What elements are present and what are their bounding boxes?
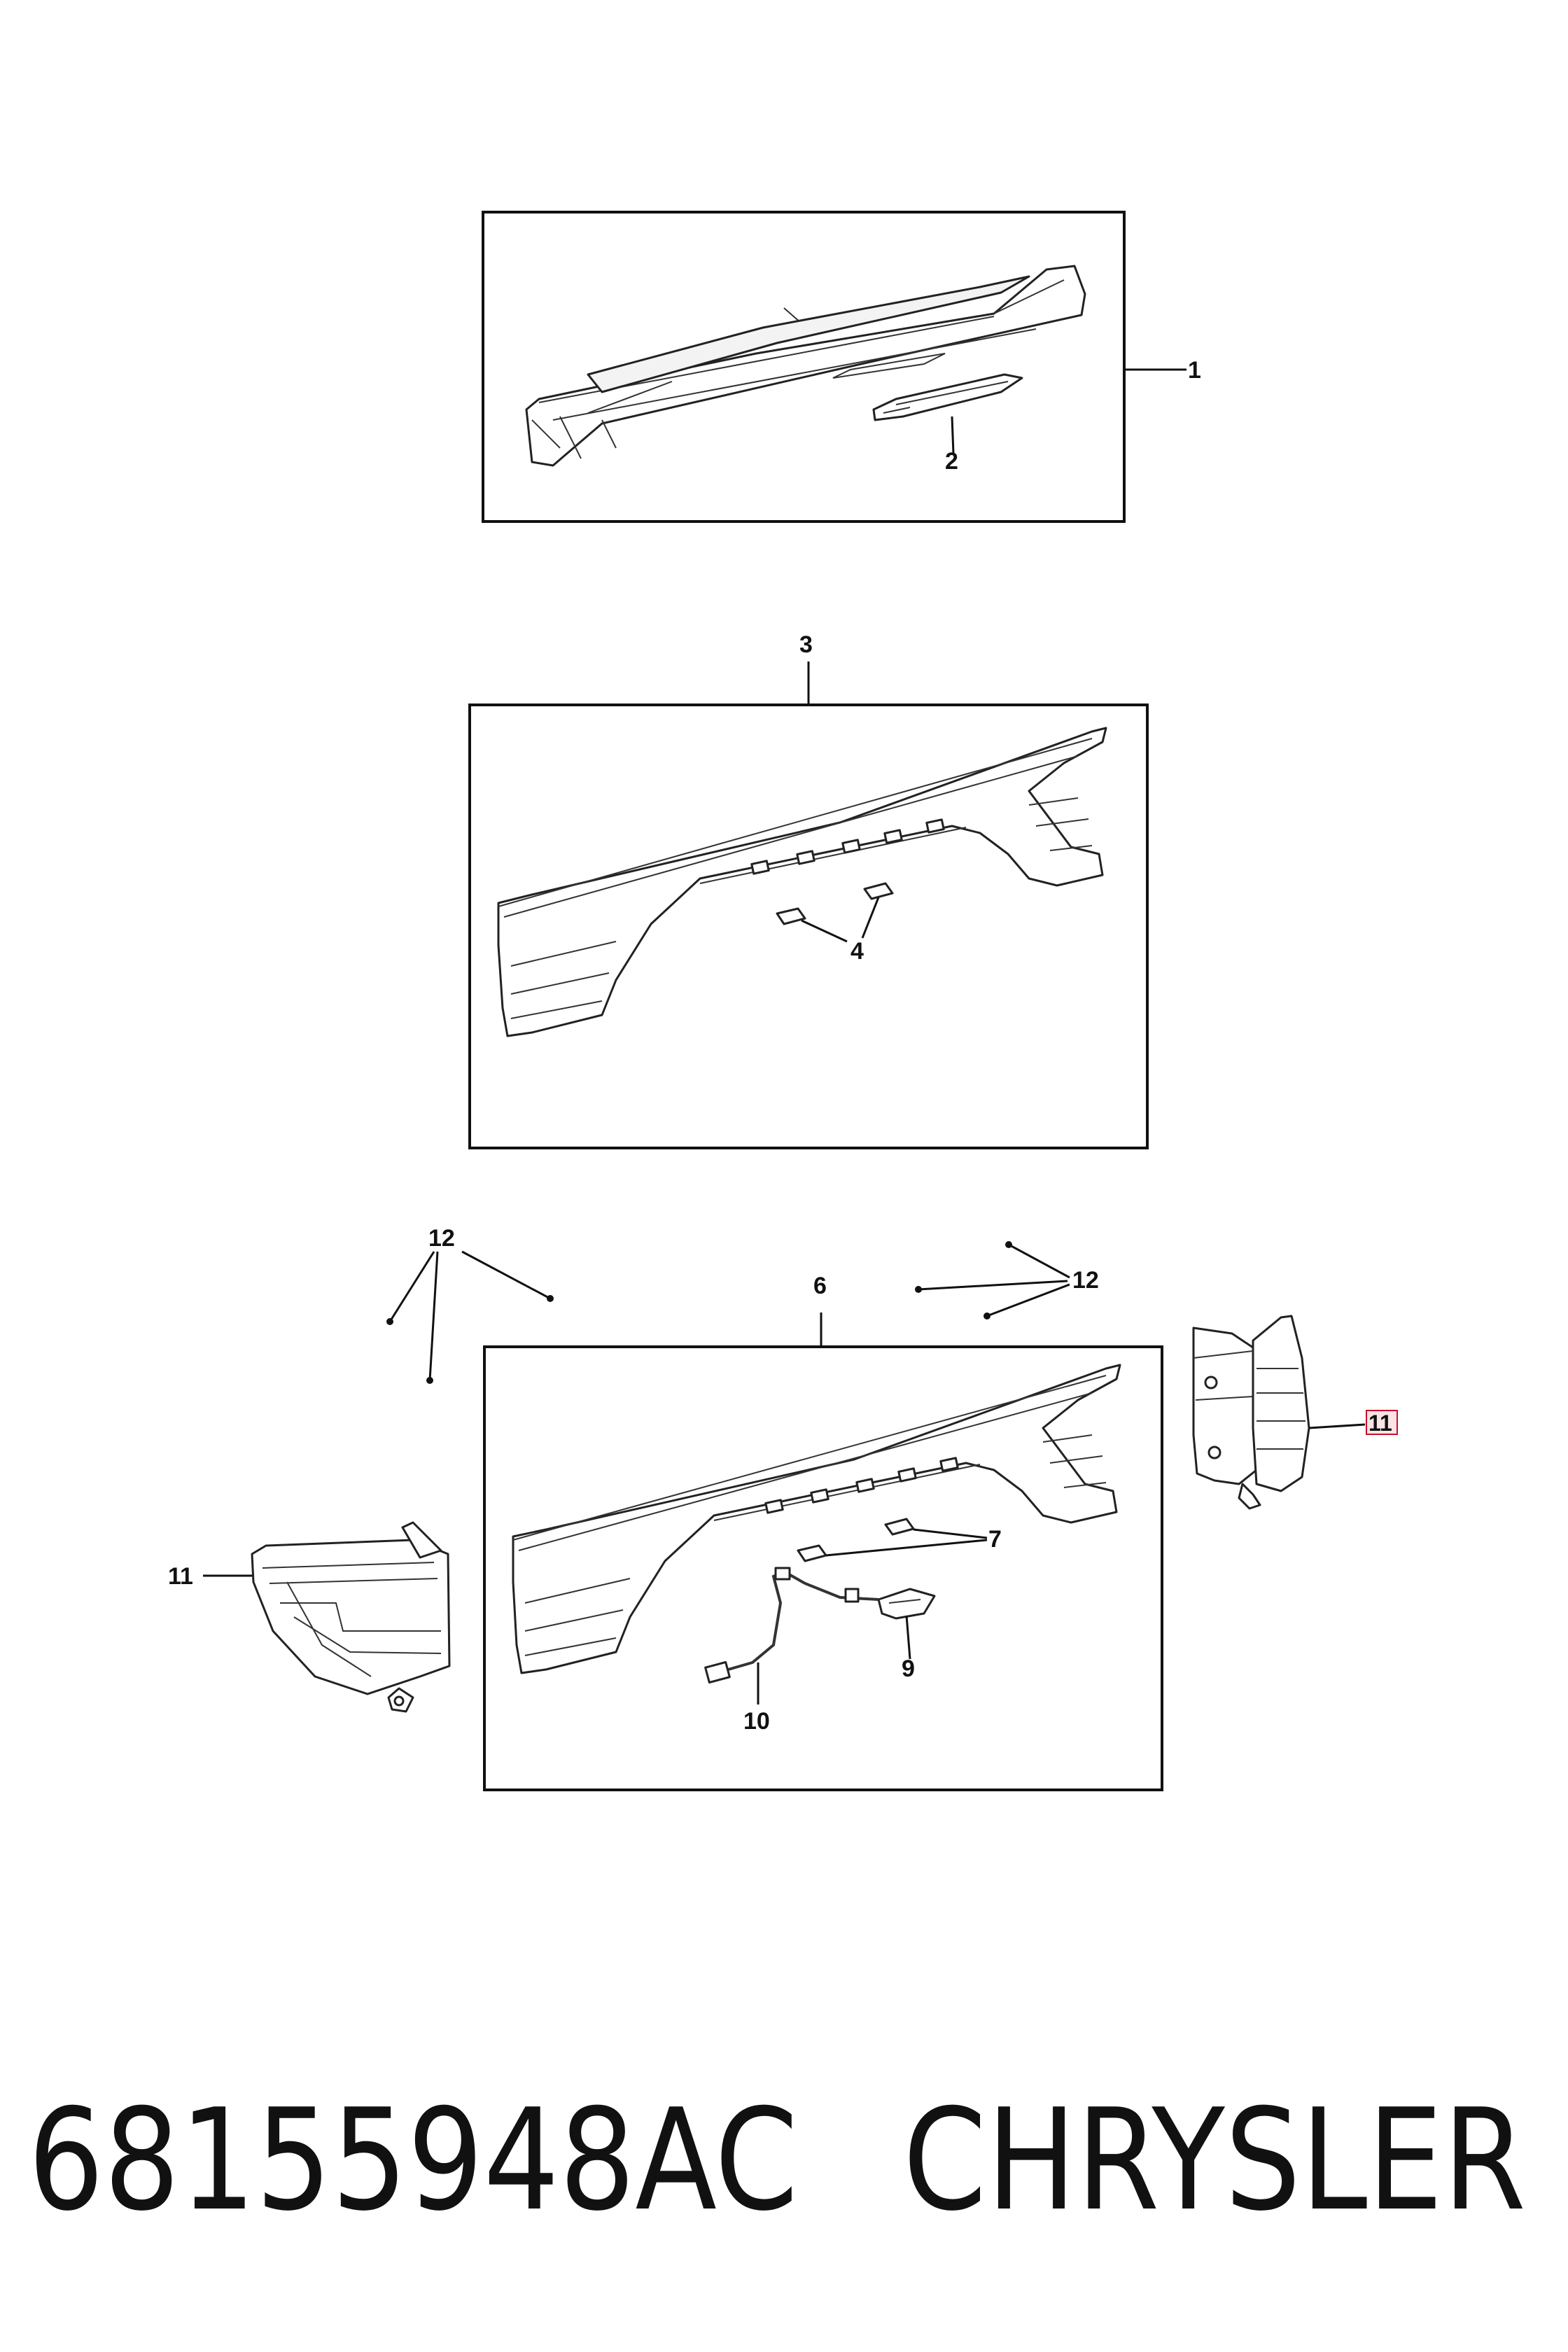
callout-10: 10 — [743, 1708, 770, 1735]
lamp-bar-part — [512, 1364, 1121, 1674]
panel-frame-1 — [482, 211, 1126, 523]
callout-1: 1 — [1188, 357, 1201, 384]
leader-4 — [801, 897, 880, 943]
clip-part — [776, 882, 894, 925]
callout-11-left: 11 — [168, 1563, 193, 1590]
panel-lamp-bar-with-harness: 6 7 9 10 — [483, 1273, 1163, 1791]
license-lamp-part — [877, 1588, 936, 1620]
callout-11-highlight-box — [1366, 1410, 1398, 1435]
screws-left: 12 — [386, 1225, 554, 1384]
leader-12-right — [918, 1243, 1070, 1317]
part-number: 68155948AC — [28, 2079, 798, 2242]
panel-tail-lamp-bar: 3 4 — [468, 631, 1149, 1149]
callout-12-left: 12 — [428, 1225, 455, 1252]
brand-name: CHRYSLER — [903, 2079, 1526, 2242]
leader-7 — [825, 1528, 988, 1557]
leader-2 — [951, 416, 955, 454]
leader-11-right — [1308, 1423, 1366, 1429]
callout-9: 9 — [902, 1656, 915, 1682]
spoiler-part — [525, 265, 1086, 467]
panel-frame-3 — [483, 1345, 1163, 1791]
callout-3: 3 — [799, 631, 813, 658]
tail-lamp-right-part — [1192, 1315, 1310, 1510]
tail-lamp-left-part — [251, 1521, 451, 1713]
callout-7: 7 — [988, 1526, 1002, 1553]
callout-6: 6 — [813, 1273, 827, 1299]
panel-spoiler: 1 2 — [482, 211, 1201, 523]
tail-lamp-bar-part — [497, 727, 1107, 1037]
callout-4: 4 — [850, 938, 864, 965]
leader-9 — [905, 1615, 911, 1660]
wiring-harness-part — [704, 1567, 879, 1684]
spoiler-lamp-part — [872, 373, 1023, 421]
callout-12-right: 12 — [1072, 1267, 1099, 1294]
callout-2: 2 — [945, 448, 958, 475]
callout-11-right: 11 — [1368, 1410, 1392, 1436]
leader-12-left — [388, 1250, 551, 1381]
screws-right: 12 — [915, 1241, 1099, 1320]
clip-part-7 — [797, 1518, 915, 1562]
